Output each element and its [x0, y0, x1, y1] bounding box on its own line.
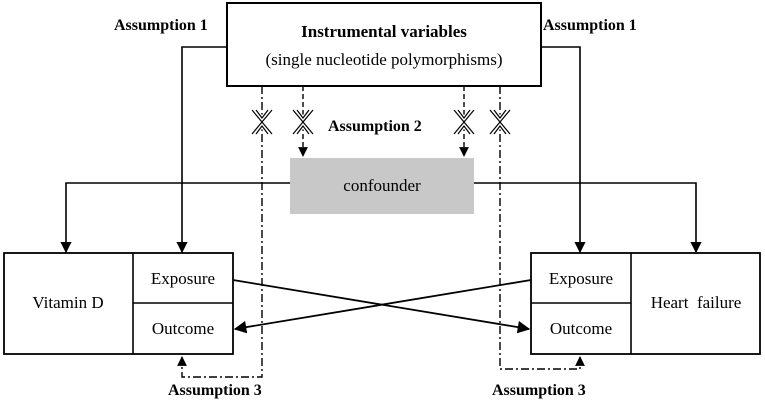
- heart-failure-exposure-label: Exposure: [549, 269, 613, 288]
- vitamin-d-exposure-label: Exposure: [151, 269, 215, 288]
- assumption-2-label: Assumption 2: [328, 118, 422, 135]
- instrumental-variables-box: [226, 2, 542, 87]
- confounder-to-vitamin-d-arrow: [60, 182, 290, 254]
- heart-failure-label: Heart failure: [651, 293, 742, 312]
- iv-to-right-exposure-arrow: [541, 46, 586, 254]
- heart-failure-exposure-to-vitamin-d-outcome-arrow: [233, 279, 532, 334]
- instrumental-variables-title: Instrumental variables: [301, 22, 467, 41]
- assumption-3-label-left: Assumption 3: [168, 382, 262, 399]
- vitamin-d-label: Vitamin D: [32, 293, 103, 312]
- x-mark-icon: [450, 107, 478, 137]
- confounder-to-heart-failure-arrow: [474, 182, 702, 254]
- x-mark-icon: [248, 107, 276, 137]
- assumption-1-label-left: Assumption 1: [114, 17, 208, 34]
- x-mark-icon: [486, 107, 514, 137]
- vitamin-d-outcome-label: Outcome: [152, 319, 214, 338]
- confounder-box: [290, 158, 474, 214]
- assumption-1-label-right: Assumption 1: [543, 17, 637, 34]
- assumption-3-right-path: [499, 86, 585, 370]
- heart-failure-outcome-label: Outcome: [550, 319, 612, 338]
- assumption-3-label-right: Assumption 3: [492, 382, 586, 399]
- iv-to-left-exposure-arrow: [176, 46, 227, 254]
- x-mark-icon: [289, 107, 317, 137]
- assumption-3-left-path: [177, 86, 263, 378]
- confounder-label: confounder: [343, 176, 421, 195]
- instrumental-variables-subtitle: (single nucleotide polymorphisms): [265, 50, 502, 69]
